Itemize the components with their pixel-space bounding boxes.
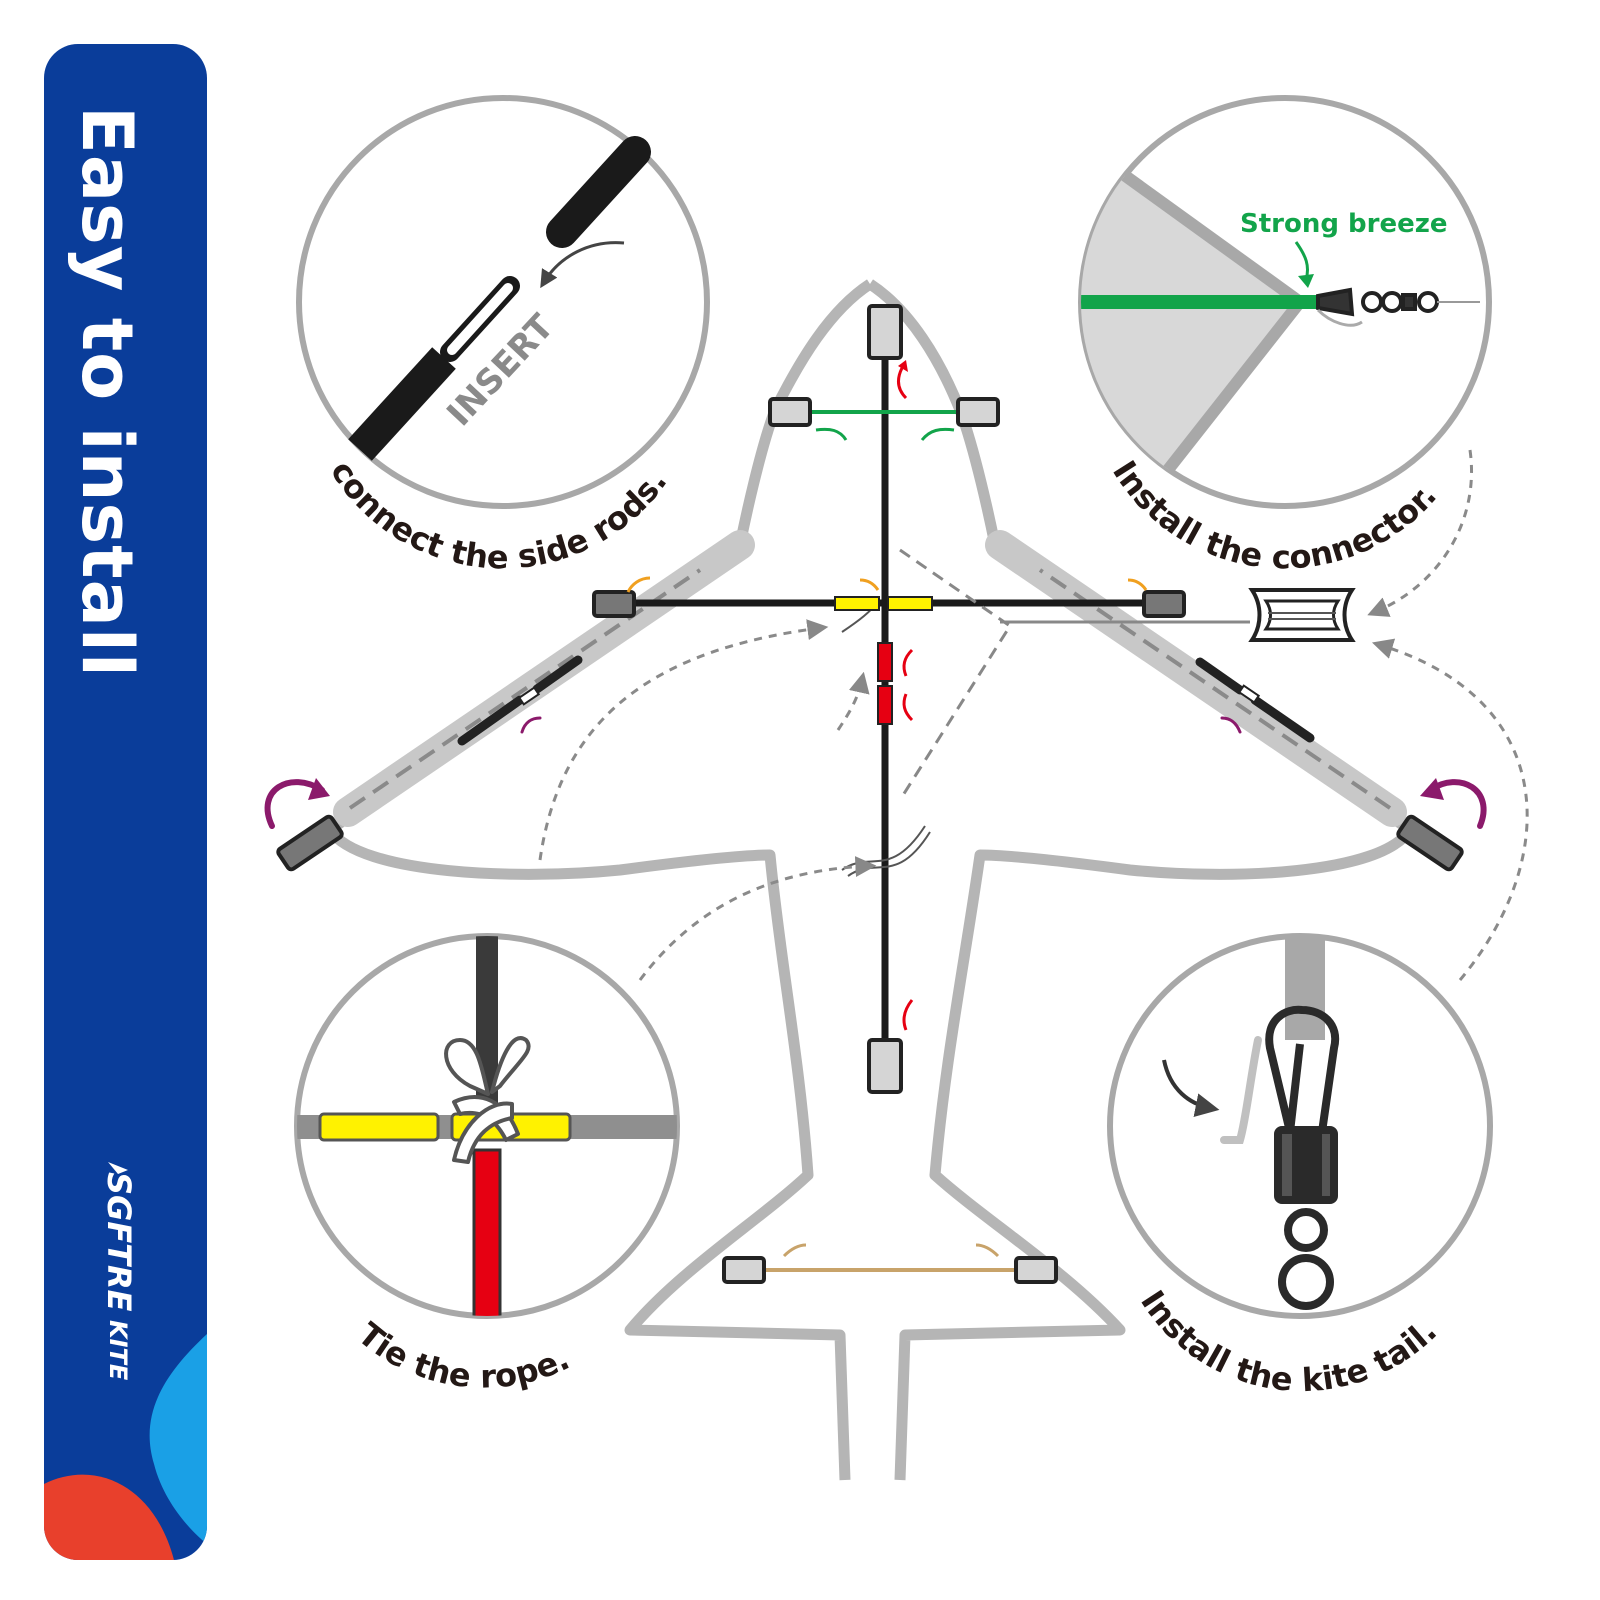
rope-yellow-sleeve bbox=[318, 1112, 440, 1142]
spine-break-mark bbox=[847, 831, 931, 877]
rope-red-rod bbox=[472, 1148, 502, 1316]
main-spreader-left-cap bbox=[592, 590, 636, 618]
spine-top-cap bbox=[867, 304, 903, 360]
spine-red-joint bbox=[877, 685, 893, 725]
step-side-rods-circle: INSERT bbox=[296, 95, 710, 509]
left-wing-tip-cap bbox=[276, 814, 344, 872]
upper-spreader-right-cap bbox=[956, 397, 1000, 427]
guide-arrows bbox=[538, 449, 1529, 981]
side-banner: SGFTRE KITE Easy to install bbox=[44, 44, 207, 1560]
side-rod-bands bbox=[333, 530, 1407, 827]
left-rod-segment bbox=[532, 655, 583, 694]
orange-arrows bbox=[626, 576, 1148, 593]
red-arrows bbox=[902, 648, 914, 1031]
right-rod-segment bbox=[1250, 695, 1315, 743]
main-spreader-right-cap bbox=[1142, 590, 1186, 618]
rod-lower-piece bbox=[348, 347, 456, 461]
tail-spreader-right-cap bbox=[1014, 1256, 1058, 1284]
magenta-arrows bbox=[264, 716, 1487, 829]
tail-arrow bbox=[1162, 1059, 1220, 1117]
bridle-lines bbox=[898, 548, 1250, 801]
upper-spreader-left-cap bbox=[768, 397, 812, 427]
tail-hook-wire bbox=[1220, 1036, 1262, 1144]
step-tail-circle bbox=[1107, 933, 1493, 1319]
green-arrows bbox=[815, 427, 955, 441]
tail-spreader-left-cap bbox=[722, 1256, 766, 1284]
brand-mark-icon bbox=[108, 1162, 128, 1174]
rod-upper-piece bbox=[546, 136, 651, 248]
banner-art: SGFTRE KITE bbox=[44, 1162, 207, 1560]
banner-red-corner bbox=[44, 1474, 174, 1560]
spine-bottom-cap bbox=[867, 1038, 903, 1094]
knot-icon bbox=[444, 1036, 531, 1164]
brand-logo-sub: KITE bbox=[104, 1320, 132, 1381]
red-up-arrow bbox=[897, 367, 908, 400]
step-rope-circle bbox=[294, 933, 680, 1319]
rod-end-caps bbox=[276, 814, 1464, 872]
spine-red-joint bbox=[877, 642, 893, 682]
tan-arrows bbox=[782, 1243, 1000, 1258]
step-connector-circle: Strong breeze bbox=[1078, 95, 1492, 509]
brand-logo: SGFTRE KITE bbox=[100, 1172, 138, 1381]
right-wing-tip-cap bbox=[1396, 814, 1464, 872]
brand-logo-text: SGFTRE bbox=[100, 1172, 138, 1312]
strong-breeze-label: Strong breeze bbox=[1240, 209, 1447, 239]
line-connector-icon bbox=[1248, 588, 1356, 642]
right-rod-segment bbox=[1195, 657, 1245, 695]
insert-arrow bbox=[540, 241, 625, 289]
spreader-yellow-sleeve bbox=[887, 596, 933, 611]
left-rod-segment bbox=[457, 695, 525, 746]
snap-hook-icon bbox=[1265, 1005, 1340, 1310]
spreader-yellow-sleeve bbox=[834, 596, 880, 611]
spine-break-mark bbox=[841, 825, 926, 871]
step-rope-caption: Tie the rope. bbox=[351, 1315, 575, 1396]
banner-light-wave bbox=[149, 1334, 207, 1544]
swivel-clip-icon bbox=[1316, 287, 1480, 327]
